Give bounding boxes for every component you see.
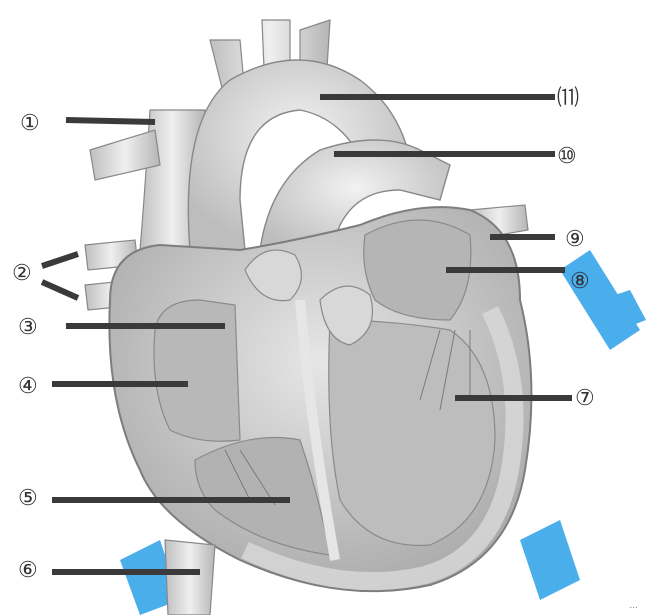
footer-mark: ... [629, 601, 638, 611]
label-11: ⑾ [557, 86, 579, 111]
right-atrium [154, 300, 240, 441]
inferior-vena-cava [165, 540, 215, 615]
label-1: ① [20, 111, 40, 136]
label-6: ⑥ [18, 558, 38, 583]
heart-illustration [85, 20, 531, 615]
label-9: ⑨ [565, 227, 585, 252]
label-10: ⑩ [557, 144, 577, 169]
label-7: ⑦ [575, 386, 595, 411]
label-2: ② [12, 261, 32, 286]
label-3: ③ [18, 315, 38, 340]
label-8: ⑧ [570, 269, 590, 294]
label-4: ④ [18, 374, 38, 399]
label-5: ⑤ [18, 486, 38, 511]
